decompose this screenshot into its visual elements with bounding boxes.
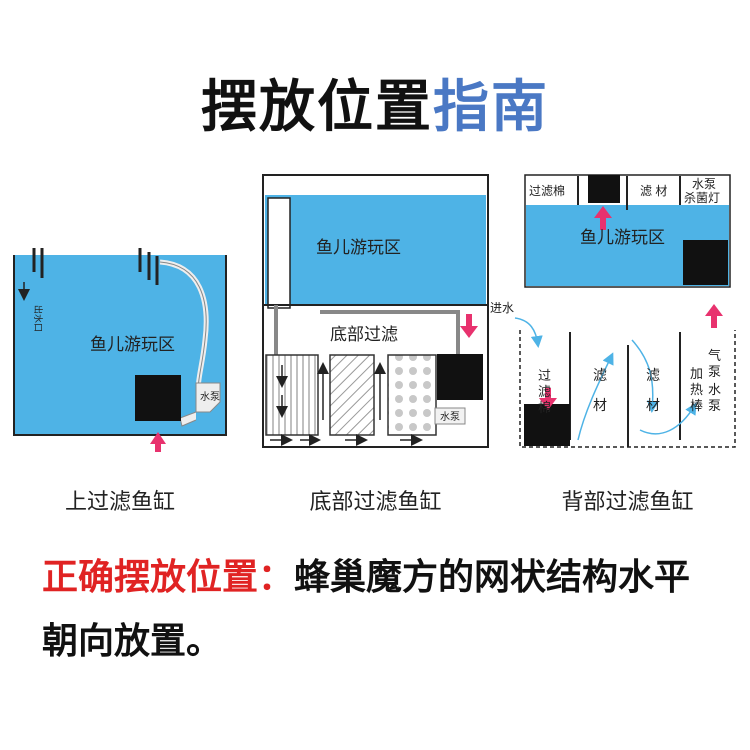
inlet-arrow xyxy=(514,317,543,348)
note-highlight: 正确摆放位置： xyxy=(42,557,295,598)
title-main: 摆放位置 xyxy=(201,75,433,140)
cube-block xyxy=(437,354,483,400)
top-label-4: 杀菌灯 xyxy=(684,190,720,205)
pump-outlet xyxy=(179,411,197,427)
pink-arrow-head xyxy=(460,326,478,338)
note-body: 蜂巢魔方的网状结构水平朝向放置。 xyxy=(42,557,691,662)
return-pipe xyxy=(320,310,460,355)
overflow-box xyxy=(267,197,291,309)
caption-bottom-filter: 底部过滤鱼缸 xyxy=(309,490,442,515)
sump-label-4b: 热 xyxy=(690,382,703,397)
pink-arrow-shaft xyxy=(600,216,606,230)
filter-media-2 xyxy=(329,354,375,436)
cube-block xyxy=(135,375,181,421)
zone-label: 鱼儿游玩区 xyxy=(90,335,175,354)
sump-label-1b: 滤 xyxy=(538,384,551,399)
title-accent: 指南 xyxy=(433,75,549,140)
caption-back-filter: 背部过滤鱼缸 xyxy=(561,490,694,515)
sump-label-3a: 滤 xyxy=(646,367,660,383)
placement-note: 正确摆放位置：蜂巢魔方的网状结构水平朝向放置。 xyxy=(42,546,722,674)
pump-body xyxy=(195,382,221,413)
cube-block xyxy=(683,240,728,285)
top-filter-tank: 鱼儿游玩区 水泵 出水口 xyxy=(13,248,227,452)
top-label-1: 过滤棉 xyxy=(529,184,565,198)
outlet-label: 出水口 xyxy=(33,305,44,332)
pink-arrow-head xyxy=(705,304,723,316)
pump-label: 水泵 xyxy=(200,391,220,403)
flow-arrow xyxy=(631,339,659,413)
inlet-label: 进水 xyxy=(490,301,514,315)
sump-label-2a: 滤 xyxy=(593,367,607,383)
back-filter-tank: 过滤棉 滤 材 水泵 杀菌灯 鱼儿游玩区 进水 过 滤 棉 滤 材 滤 材 加 … xyxy=(490,174,736,448)
filter-media-1 xyxy=(265,354,319,436)
sump-label-5b: 泵 xyxy=(708,364,721,379)
tank-wall xyxy=(13,255,227,436)
sump-label-5a: 气 xyxy=(708,348,721,363)
flow-arrow xyxy=(639,402,697,435)
pink-arrow-shaft xyxy=(711,314,717,328)
cube-block-top xyxy=(588,175,620,203)
flow-arrow xyxy=(577,352,614,441)
pump-label: 水泵 xyxy=(440,411,460,423)
filter-media-3 xyxy=(387,354,437,436)
sump-label-2b: 材 xyxy=(593,397,607,413)
pump-body xyxy=(434,407,466,425)
sump-label-5d: 泵 xyxy=(708,398,721,413)
sump-label-5c: 水 xyxy=(708,382,721,397)
pink-arrow-head xyxy=(539,398,557,410)
sump-label-4a: 加 xyxy=(690,366,703,381)
pink-arrow-shaft xyxy=(155,438,161,452)
bottom-filter-tank: 鱼儿游玩区 底部过滤 水泵 xyxy=(262,174,489,448)
sump-label-4c: 棒 xyxy=(690,398,703,413)
tank-water xyxy=(14,255,226,435)
filter-label: 底部过滤 xyxy=(330,325,398,344)
caption-top-filter: 上过滤鱼缸 xyxy=(64,490,175,515)
pink-arrow-shaft xyxy=(545,388,551,400)
zone-label: 鱼儿游玩区 xyxy=(580,228,665,247)
sump-label-1a: 过 xyxy=(538,368,551,383)
pink-arrow-head xyxy=(594,206,612,218)
sump-label-1c: 棉 xyxy=(538,400,551,415)
pink-arrow-head xyxy=(150,432,166,444)
top-label-3: 水泵 xyxy=(692,177,716,191)
tank-water xyxy=(265,195,486,305)
top-label-2: 滤 材 xyxy=(640,184,667,198)
cube-block xyxy=(524,404,570,446)
zone-label: 鱼儿游玩区 xyxy=(316,238,401,257)
page-title: 摆放位置指南 xyxy=(0,62,750,143)
pink-arrow-shaft xyxy=(466,314,472,328)
sump-label-3b: 材 xyxy=(646,397,660,413)
